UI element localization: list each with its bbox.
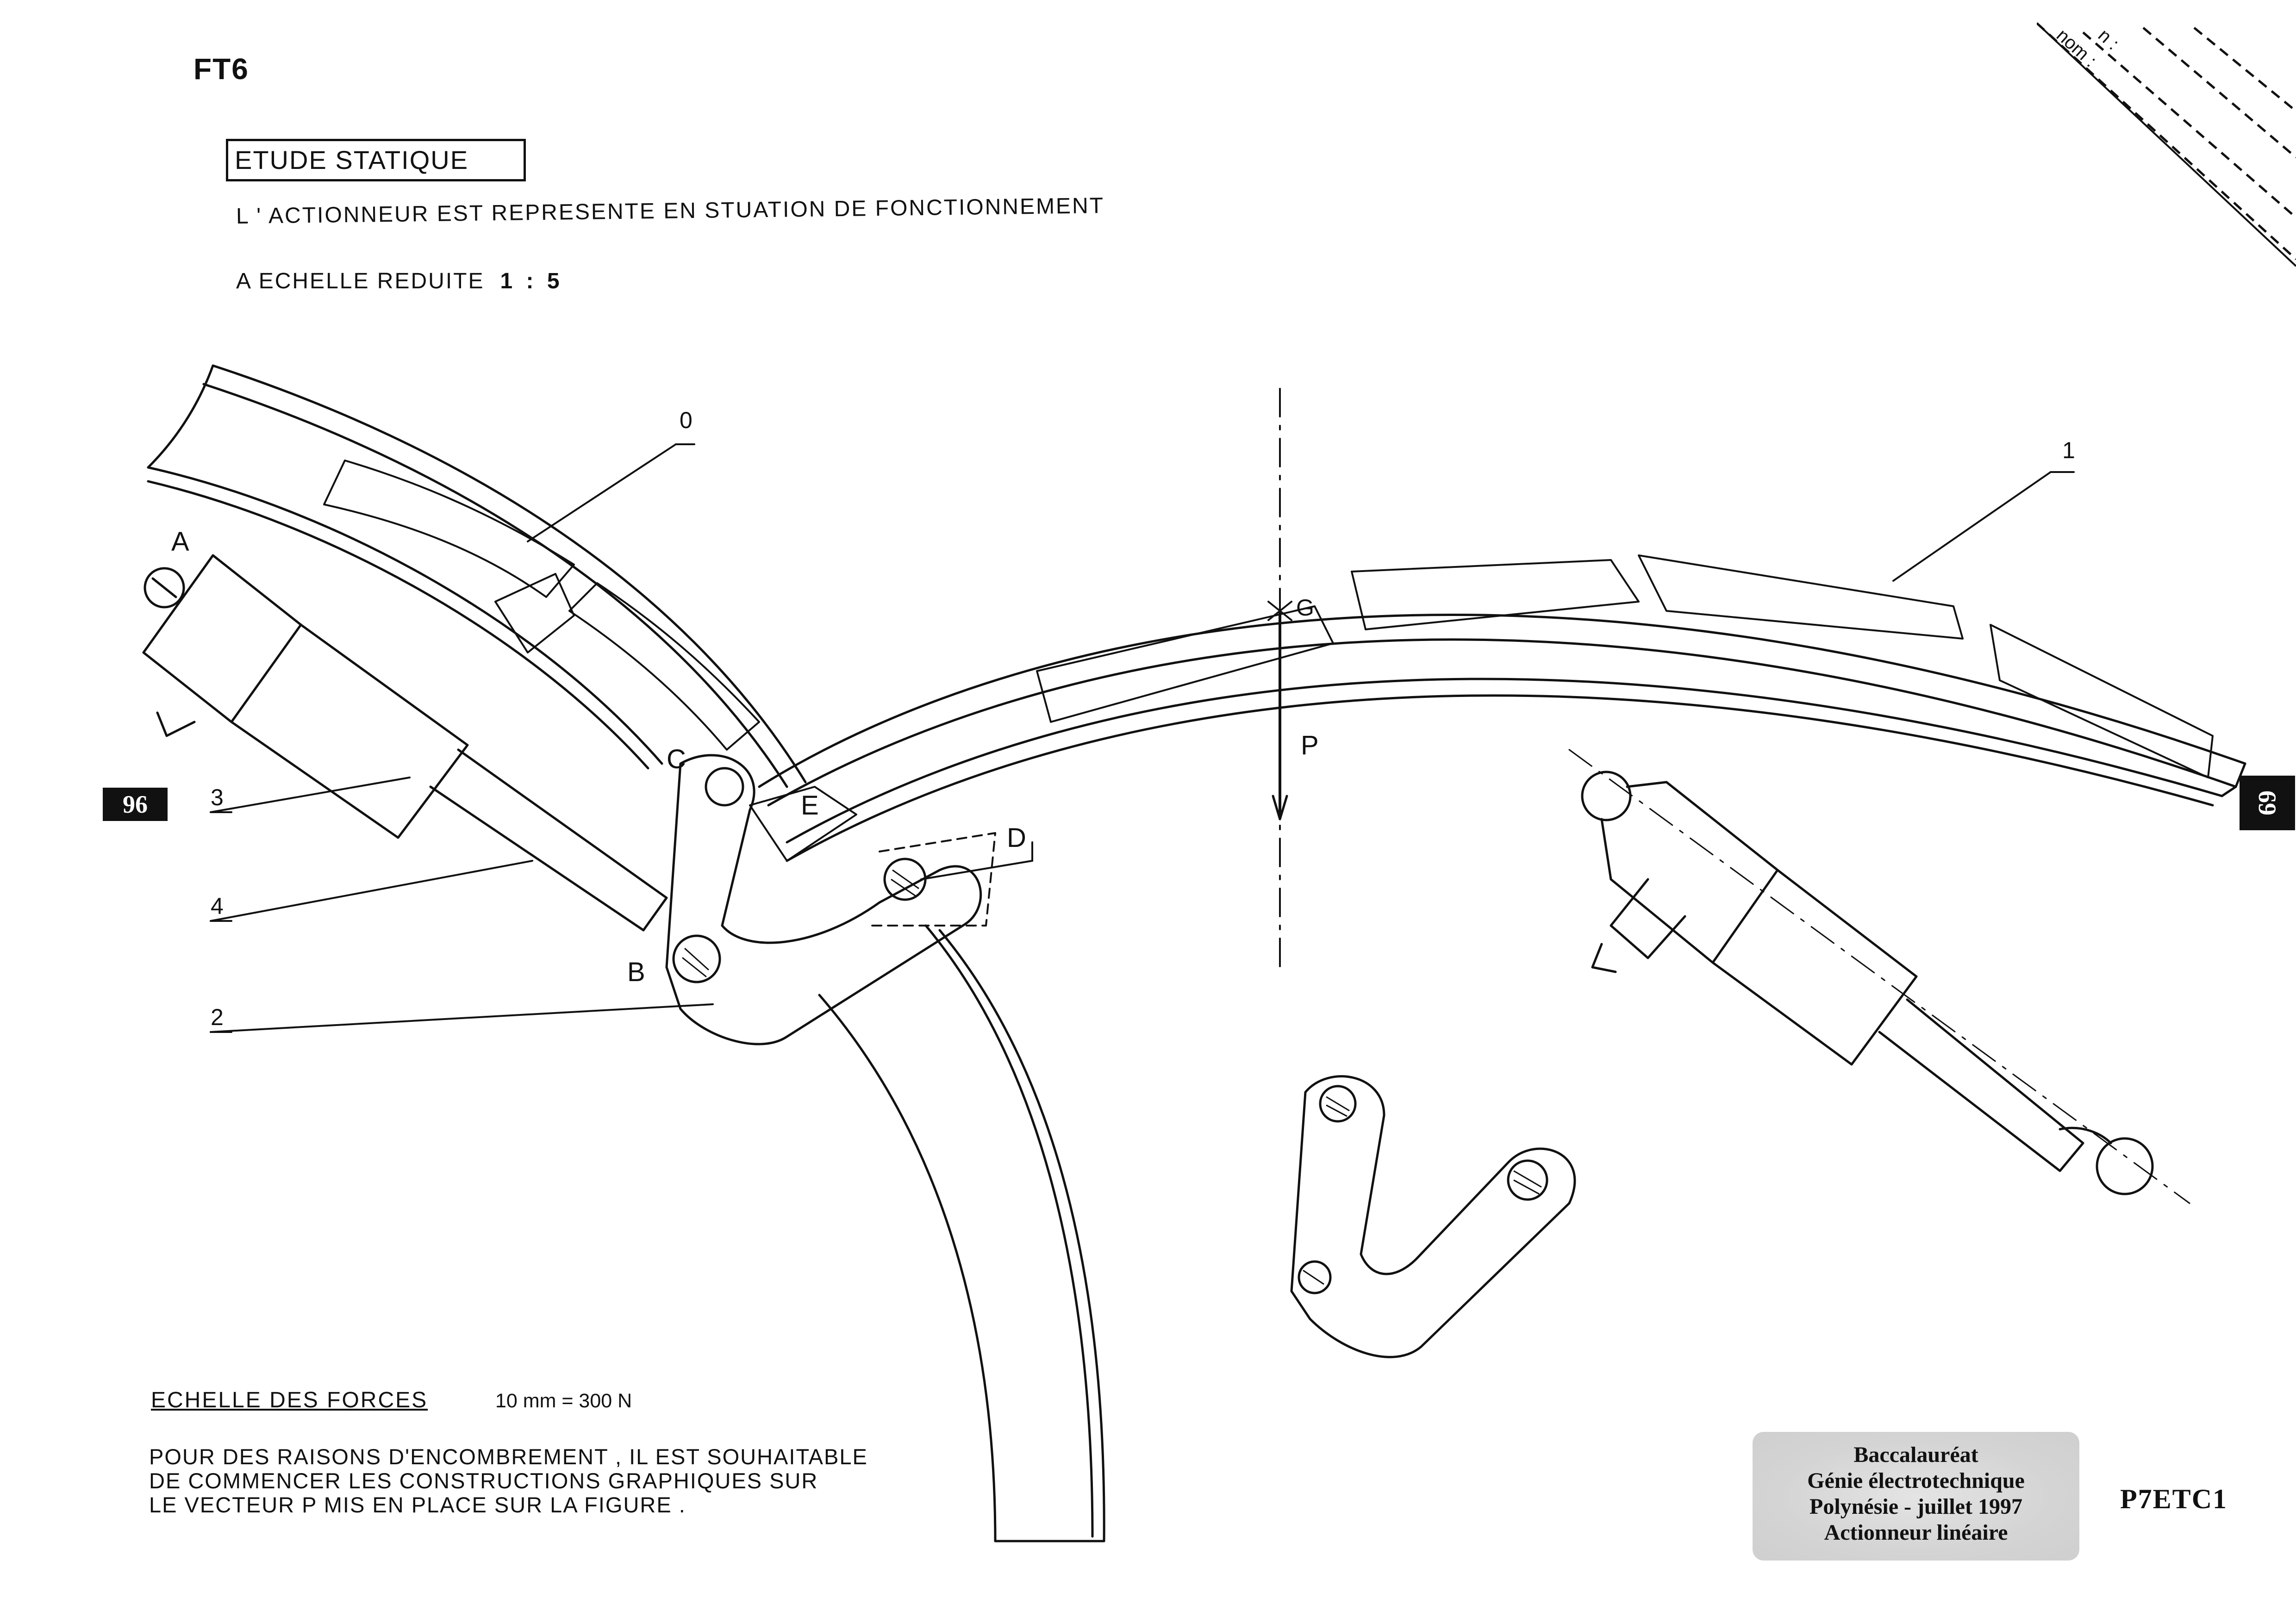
scale-value: 1 : 5 [500, 269, 563, 293]
label-part-2: 2 [211, 1004, 224, 1030]
label-part-1: 1 [2062, 437, 2075, 463]
page-tab-right-number: 69 [2253, 790, 2281, 815]
label-point-b: B [627, 957, 645, 987]
label-part-0: 0 [680, 407, 693, 433]
lever-part-2 [665, 754, 996, 1045]
document-reference: P7ETC1 [2120, 1484, 2228, 1514]
label-point-e: E [801, 790, 819, 821]
note-line: POUR DES RAISONS D'ENCOMBREMENT , IL EST… [149, 1444, 868, 1469]
sheet-code: FT6 [193, 52, 249, 86]
isolated-lever [1290, 1075, 1576, 1358]
scale-line: A ECHELLE REDUITE 1 : 5 [236, 268, 563, 294]
label-point-c: C [667, 744, 686, 774]
stamp-line: Polynésie - juillet 1997 [1809, 1494, 2022, 1519]
label-vector-p: P [1301, 730, 1319, 760]
force-scale-value: 10 mm = 300 N [495, 1390, 632, 1412]
label-point-a: A [171, 527, 189, 557]
actuator-mounted [142, 554, 721, 983]
page-tab-left: 96 [103, 788, 168, 821]
exam-stamp: Baccalauréat Génie électrotechnique Poly… [1753, 1432, 2079, 1561]
label-part-3: 3 [211, 784, 224, 810]
label-point-d: D [1007, 823, 1026, 853]
weight-vector-p [1267, 388, 1292, 968]
leader-lines [210, 443, 2075, 1033]
label-point-g: G [1296, 595, 1314, 621]
stamp-line: Actionneur linéaire [1824, 1520, 2008, 1545]
force-scale-title: ECHELLE DES FORCES [151, 1388, 428, 1412]
construction-note: POUR DES RAISONS D'ENCOMBREMENT , IL EST… [149, 1445, 982, 1517]
label-part-4: 4 [211, 893, 224, 919]
stamp-line: Baccalauréat [1853, 1443, 1978, 1467]
note-line: LE VECTEUR P MIS EN PLACE SUR LA FIGURE … [149, 1492, 686, 1517]
flap-part-1 [749, 554, 2246, 862]
hatching [891, 869, 1542, 1285]
isolated-actuator [1568, 749, 2190, 1204]
page-tab-right: 69 [2240, 776, 2295, 830]
stamp-line: Génie électrotechnique [1807, 1468, 2025, 1493]
frame-part-0 [147, 364, 1105, 1542]
corner-fold: n : nom : [2037, 22, 2296, 267]
scale-label: A ECHELLE REDUITE [236, 269, 485, 293]
section-title: ETUDE STATIQUE [226, 139, 526, 181]
note-line: DE COMMENCER LES CONSTRUCTIONS GRAPHIQUE… [149, 1468, 818, 1493]
